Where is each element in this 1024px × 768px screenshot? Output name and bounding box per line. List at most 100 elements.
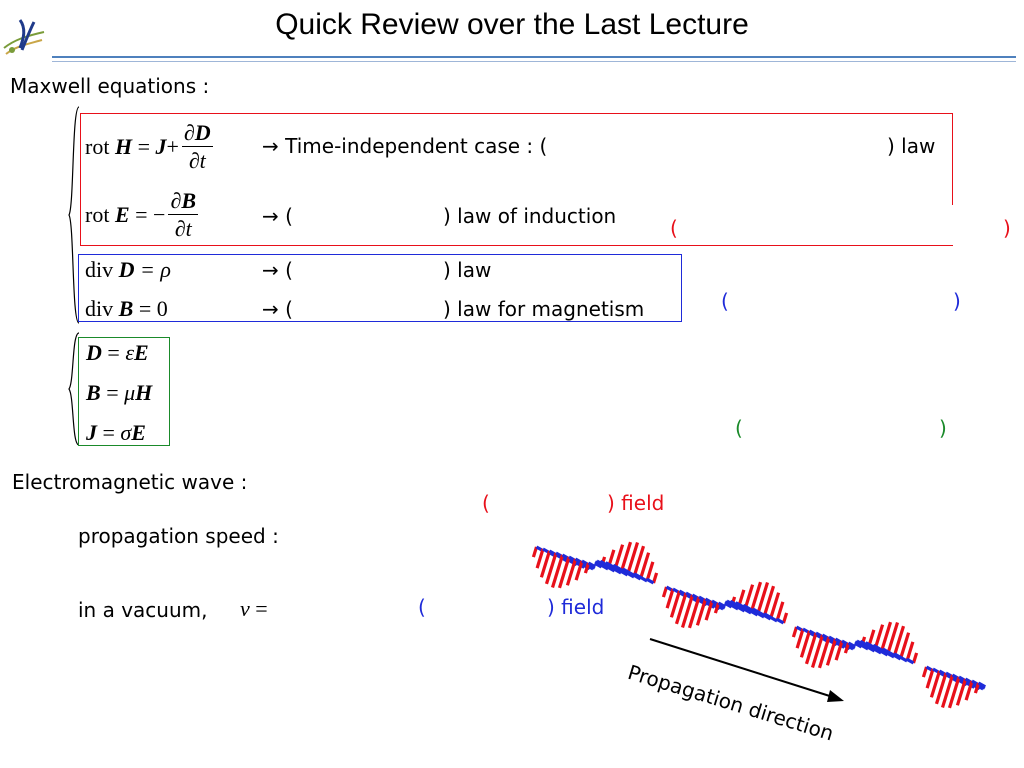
electric-field-vector [550,554,565,588]
plus-sign: + [166,134,179,159]
right-arrow-icon: → [262,204,279,228]
electric-field-vector [885,622,900,656]
electric-field-vector [645,561,655,582]
electric-field-vector [661,586,669,598]
electric-field-vector [921,666,929,678]
div-operator: div [85,257,114,282]
faraday-equation: rot E = − ∂B ∂t [85,184,201,246]
electric-field-vector [934,672,948,705]
note-text: ( [285,204,293,228]
zero-rhs: = 0 [138,296,168,321]
electric-field-vector [695,598,708,626]
equals-sign: = [102,420,115,445]
electric-field-vector [905,641,915,662]
magnetic-field-open: ( [418,595,426,619]
electric-field-vector [973,682,981,694]
electric-field-vector [651,572,659,584]
electric-field-vector [799,630,812,658]
electric-field-vector [898,632,911,660]
electric-field-vector [925,668,935,689]
electric-field-vector [762,585,776,618]
ampere-note: → Time-independent case : ( [262,134,547,158]
d-field-symbol: D [118,257,135,282]
permittivity-relation: D = εE [86,340,149,366]
title-rule-thin [52,61,1016,62]
electric-field-vector [825,638,838,666]
electric-field-vector [804,632,818,665]
electric-field-vector [665,588,675,609]
magnetic-field-vector [977,681,987,689]
ampere-law-label: ) law [887,134,936,158]
maxwell-brace [68,106,80,324]
electric-field-vector [674,592,688,625]
electric-field-vector [940,674,955,708]
magnetic-field-label: ) field [547,595,605,619]
magnetic-field-vector [717,601,727,609]
gauss-box [78,254,682,322]
magnetic-field-vector [775,617,785,625]
magnetic-field-vector [587,561,597,569]
red-blank-close: ) [1003,216,1011,240]
faraday-ampere-box [80,113,953,246]
gauss-magnetic-law-label: ) law for magnetism [443,297,645,321]
equals-sign: = [137,134,150,159]
gauss-note-open: → ( [262,258,293,282]
electric-field-vector [810,634,825,668]
electric-field-vector [947,676,961,709]
current-density-symbol: J [155,134,167,159]
electric-field-vector [583,562,591,574]
green-blank-open: ( [735,416,743,440]
b-field-symbol: B [118,296,134,321]
title-rule [52,56,1016,58]
red-blank-open: ( [670,216,678,240]
magnetic-field-vector [893,652,908,663]
note-text: ( [285,258,293,282]
electric-field-vector [669,590,682,618]
fraction-numerator: ∂D [181,119,213,147]
div-operator: div [85,296,114,321]
electric-field-vector [625,542,640,576]
constitutive-box [78,337,170,446]
electric-field-label: ) field [607,491,665,515]
green-blank-close: ) [939,416,947,440]
d-field-symbol: D [86,340,102,365]
electric-field-vector [749,581,763,614]
constitutive-brace [68,332,80,446]
electric-field-vector [892,625,906,658]
electric-field-vector [843,642,851,654]
magnetic-field-vector [905,657,915,665]
electric-field-open: ( [482,491,490,515]
right-arrow-icon: → [262,258,279,282]
h-field-symbol: H [135,380,153,405]
electric-field-vector [791,626,799,638]
propagation-arrow-icon [648,636,848,706]
rot-operator: rot [85,202,110,227]
magnetic-field-vector [763,612,778,623]
e-field-symbol: E [133,340,149,365]
maxwell-heading: Maxwell equations : [10,74,210,98]
electric-field-vector [704,600,714,621]
flux-change-fraction: ∂B ∂t [168,187,199,243]
electric-field-vector [755,582,770,616]
gauss-electric-equation: div D = ρ [85,257,171,283]
university-logo [0,14,48,62]
fraction-numerator: ∂B [168,187,199,215]
box-gap [940,205,958,245]
note-text: ( [285,297,293,321]
ampere-maxwell-equation: rot H = J + ∂D ∂t [85,117,216,177]
electric-field-vector [535,548,545,569]
right-arrow-icon: → [262,297,279,321]
v-symbol: v [240,596,250,621]
magnetic-field-vector [645,577,655,585]
equals-minus: = − [135,202,166,227]
electric-field-vector [929,670,942,698]
electric-field-vector [817,636,831,669]
vacuum-label: in a vacuum, [78,598,208,622]
fraction-denominator: ∂t [174,215,192,241]
blue-blank-open: ( [721,289,729,313]
rot-operator: rot [85,134,110,159]
gauss-magnetic-note-open: → ( [262,297,293,321]
equals-sign: = [107,340,120,365]
blue-blank-close: ) [953,289,961,313]
e-field-symbol: E [131,420,146,445]
